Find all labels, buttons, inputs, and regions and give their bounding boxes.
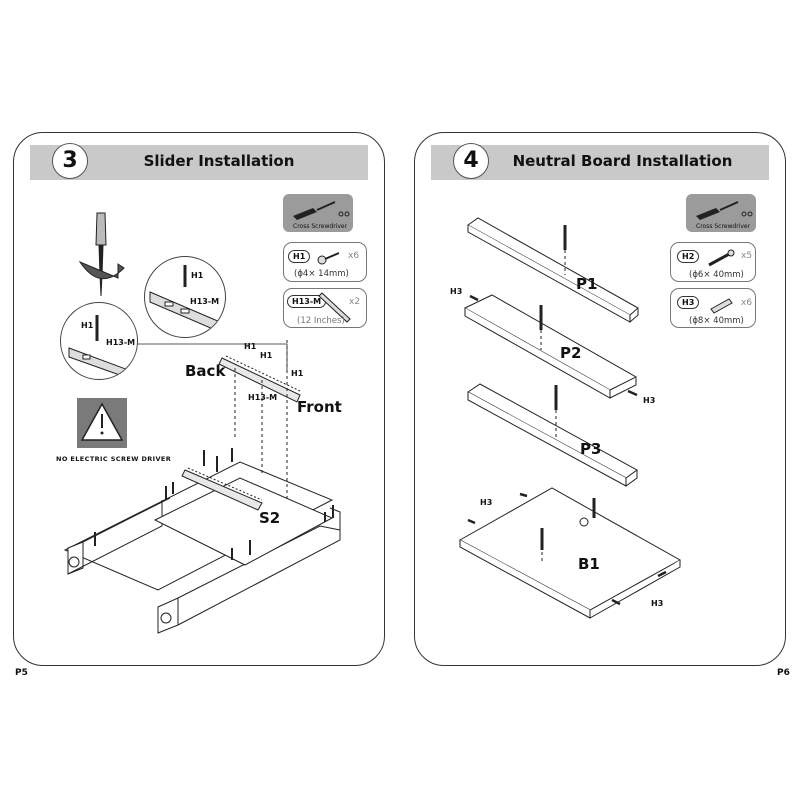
hardware-dimension: (12 Inches) [297,316,345,326]
step-title: Slider Installation [143,152,295,170]
h1-label-a: H1 [244,342,257,351]
h1-label-c: H1 [291,369,304,378]
inset-top-h13m-label: H13-M [190,297,220,306]
rail-icon [318,292,351,323]
hardware-dimension: (ϕ8× 40mm) [689,316,744,326]
tool-box: Cross Screwdriver [686,194,756,232]
step-number-badge: 3 [52,143,88,179]
part-s2-label: S2 [259,509,281,527]
part-p2-label: P2 [560,344,582,362]
tool-label: Cross Screwdriver [696,223,751,230]
hardware-qty: x6 [741,298,753,308]
hardware-h13m-box: H13-M x2 (12 Inches) [283,288,367,328]
front-label: Front [297,398,342,416]
hardware-code-badge: H3 [677,296,700,309]
tool-box: Cross Screwdriver [283,194,353,232]
step-title: Neutral Board Installation [512,152,733,170]
screw-icon [317,252,340,265]
inset-left-h13m-label: H13-M [106,338,136,347]
part-b1-label: B1 [578,555,600,573]
inset-left-h1-label: H1 [81,321,94,330]
h3-label-b: H3 [643,396,656,405]
hardware-qty: x6 [348,251,360,261]
hardware-dimension: (ϕ4× 14mm) [294,269,349,279]
warning-box [77,398,127,448]
detail-inset-left [60,302,138,380]
tool-label: Cross Screwdriver [293,223,348,230]
detail-inset-top [144,256,226,338]
part-p1-label: P1 [576,275,598,293]
hardware-qty: x5 [741,251,753,261]
hardware-h3-box: H3 x6 (ϕ8× 40mm) [670,288,756,328]
hardware-code-badge: H1 [288,250,311,263]
step-header: 3 Slider Installation [30,143,368,180]
hardware-h1-box: H1 x6 (ϕ4× 14mm) [283,242,367,282]
hardware-dimension: (ϕ6× 40mm) [689,270,744,280]
rail-detail-drawing [68,315,132,379]
h3-label-d: H3 [651,599,664,608]
part-p3-label: P3 [580,440,602,458]
h1-label-b: H1 [260,351,273,360]
page-number-left: P5 [15,668,28,678]
warning-triangle-icon [80,402,124,441]
cam-bolt-icon [708,249,735,267]
inset-top-h1-label: H1 [191,271,204,280]
screwdriver-icon [696,201,753,220]
h3-label-c: H3 [480,498,493,507]
hardware-code-badge: H2 [677,250,700,263]
hardware-qty: x2 [349,297,361,307]
page-number-right: P6 [777,668,790,678]
warning-text: NO ELECTRIC SCREW DRIVER [56,455,172,463]
hardware-h2-box: H2 x5 (ϕ6× 40mm) [670,242,756,282]
dowel-icon [710,298,733,314]
h13m-label: H13-M [248,393,278,402]
h3-label-a: H3 [450,287,463,296]
step-header: 4 Neutral Board Installation [431,143,769,180]
back-label: Back [185,362,226,380]
step-number-badge: 4 [453,143,489,179]
screwdriver-icon [293,201,350,220]
